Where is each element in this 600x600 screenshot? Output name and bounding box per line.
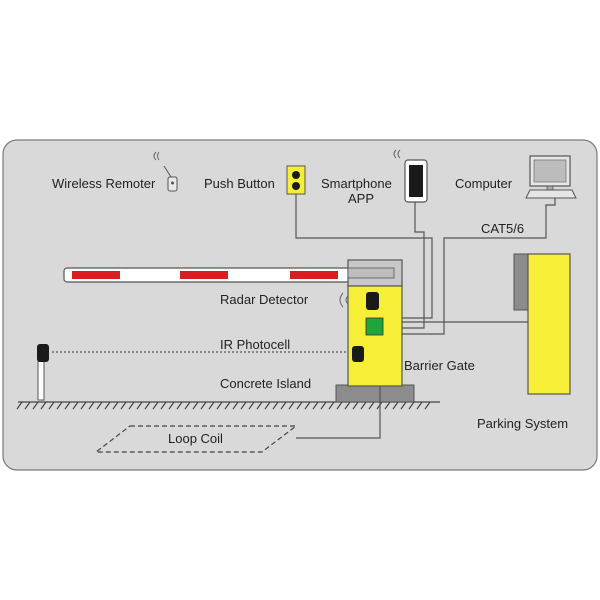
barrier-arm bbox=[63, 267, 353, 283]
ground-hatch-mark bbox=[200, 401, 207, 410]
ground-hatch-mark bbox=[344, 401, 351, 410]
label-loop-coil: Loop Coil bbox=[168, 431, 223, 446]
ground-hatch-mark bbox=[296, 401, 303, 410]
ground-hatch-mark bbox=[392, 401, 399, 410]
label-cat: CAT5/6 bbox=[481, 221, 524, 236]
ground-hatch-mark bbox=[48, 401, 55, 410]
push-button-icon bbox=[286, 165, 306, 195]
radar-waves bbox=[339, 292, 349, 308]
ground-hatch-mark bbox=[104, 401, 111, 410]
arm-stripe bbox=[180, 271, 228, 279]
ground-hatch-mark bbox=[128, 401, 135, 410]
ground-hatch-mark bbox=[120, 401, 127, 410]
ir-photocell-post bbox=[37, 344, 49, 401]
ground-hatch-mark bbox=[336, 401, 343, 410]
photocell-receiver bbox=[352, 346, 364, 362]
ground-hatch-mark bbox=[288, 401, 295, 410]
ground-hatch-mark bbox=[416, 401, 423, 410]
ground-hatch-mark bbox=[192, 401, 199, 410]
ground-hatch-mark bbox=[168, 401, 175, 410]
ground-hatch-mark bbox=[216, 401, 223, 410]
diagram-panel bbox=[2, 139, 598, 471]
ground-hatch-mark bbox=[360, 401, 367, 410]
computer-icon bbox=[525, 155, 577, 199]
ground-hatch-mark bbox=[24, 401, 31, 410]
ground-hatch-mark bbox=[256, 401, 263, 410]
ground-hatch-mark bbox=[272, 401, 279, 410]
ground-hatch-mark bbox=[96, 401, 103, 410]
ground-hatch-mark bbox=[152, 401, 159, 410]
ground-hatch-mark bbox=[280, 401, 287, 410]
ground-hatch-mark bbox=[64, 401, 71, 410]
label-concrete-island: Concrete Island bbox=[220, 376, 311, 391]
radar-detector-unit bbox=[366, 292, 379, 310]
concrete-island bbox=[335, 384, 415, 403]
ground-hatch-mark bbox=[248, 401, 255, 410]
ground-hatch-mark bbox=[368, 401, 375, 410]
ground-hatch-mark bbox=[352, 401, 359, 410]
ground-hatch-mark bbox=[144, 401, 151, 410]
label-app: APP bbox=[348, 191, 374, 206]
ground-hatch-mark bbox=[32, 401, 39, 410]
ground-hatch-mark bbox=[56, 401, 63, 410]
barrier-gate-cabinet bbox=[347, 259, 403, 387]
ground-hatch-mark bbox=[208, 401, 215, 410]
ground-hatch-mark bbox=[160, 401, 167, 410]
ground-hatch-mark bbox=[384, 401, 391, 410]
loop-coil bbox=[94, 425, 298, 453]
ground-hatch-mark bbox=[240, 401, 247, 410]
ground-hatch-mark bbox=[424, 401, 431, 410]
label-ir-photocell: IR Photocell bbox=[220, 337, 290, 352]
controller-board bbox=[365, 317, 384, 336]
ground-hatch-mark bbox=[72, 401, 79, 410]
label-wireless-remoter: Wireless Remoter bbox=[52, 176, 156, 191]
label-barrier-gate: Barrier Gate bbox=[404, 358, 475, 373]
label-smartphone: Smartphone bbox=[321, 176, 392, 191]
ground-hatch-mark bbox=[176, 401, 183, 410]
arm-stripe bbox=[290, 271, 338, 279]
parking-system-cabinet bbox=[513, 253, 571, 395]
ground-hatch-mark bbox=[88, 401, 95, 410]
ground-hatch-mark bbox=[320, 401, 327, 410]
ground-hatch-mark bbox=[80, 401, 87, 410]
wireless-remoter-icon bbox=[153, 151, 178, 192]
ground-hatch-mark bbox=[312, 401, 319, 410]
ground-hatch-mark bbox=[400, 401, 407, 410]
smartphone-icon bbox=[393, 149, 428, 203]
ground-hatch-mark bbox=[328, 401, 335, 410]
label-parking-system: Parking System bbox=[477, 416, 568, 431]
ground-hatch-mark bbox=[264, 401, 271, 410]
label-radar-detector: Radar Detector bbox=[220, 292, 309, 307]
ground-hatch-mark bbox=[112, 401, 119, 410]
label-computer: Computer bbox=[455, 176, 513, 191]
ground-hatch-mark bbox=[224, 401, 231, 410]
arm-stripe bbox=[72, 271, 120, 279]
ground-hatch-mark bbox=[16, 401, 23, 410]
ground-hatch-mark bbox=[232, 401, 239, 410]
ground-hatch-mark bbox=[136, 401, 143, 410]
ground-hatch-mark bbox=[304, 401, 311, 410]
ground-hatch-mark bbox=[408, 401, 415, 410]
ground-hatch-mark bbox=[184, 401, 191, 410]
ground-hatch-mark bbox=[40, 401, 47, 410]
label-push-button: Push Button bbox=[204, 176, 275, 191]
